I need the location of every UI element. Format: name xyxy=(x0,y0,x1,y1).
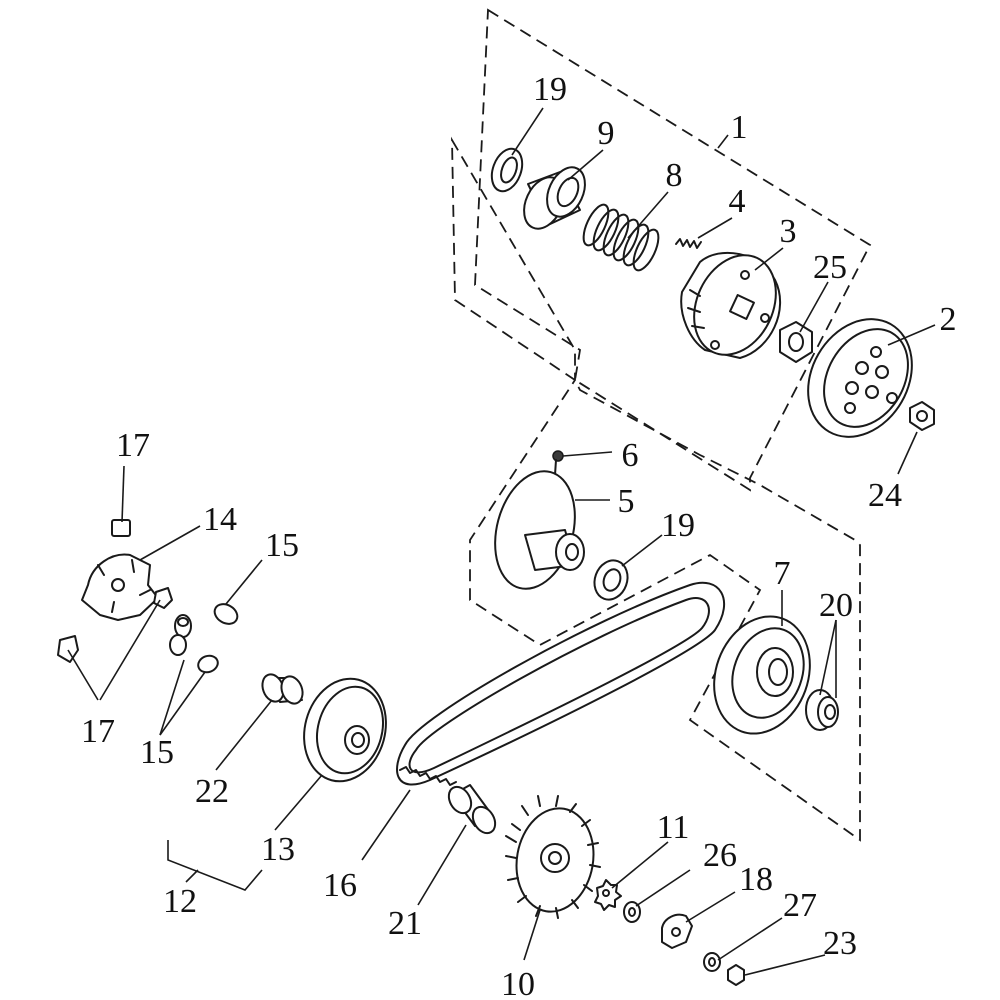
spring-8 xyxy=(582,203,660,272)
label-part-21: 21 xyxy=(388,905,422,942)
drive-belt-16 xyxy=(396,581,726,786)
clutch-bell-2 xyxy=(807,318,913,438)
collar-21 xyxy=(447,784,497,835)
label-part-17-lower: 17 xyxy=(81,713,115,750)
nut-24 xyxy=(909,401,935,431)
washer-19-top xyxy=(490,147,524,193)
label-part-6: 6 xyxy=(622,437,639,474)
collar-9 xyxy=(523,166,586,230)
washer-26 xyxy=(623,901,641,923)
slider-17-top xyxy=(111,519,131,537)
label-part-11: 11 xyxy=(657,809,690,846)
sliding-sheave-5 xyxy=(494,470,585,590)
washer-19-lower xyxy=(593,559,629,601)
label-part-15-lower: 15 xyxy=(140,734,174,771)
label-part-2: 2 xyxy=(940,301,957,338)
label-part-5: 5 xyxy=(618,483,635,520)
label-part-1: 1 xyxy=(731,109,748,146)
label-part-23: 23 xyxy=(823,925,857,962)
clutch-shoe-assembly-3 xyxy=(680,251,781,359)
label-part-7: 7 xyxy=(774,555,791,592)
label-part-12: 12 xyxy=(163,883,197,920)
label-part-22: 22 xyxy=(195,773,229,810)
label-part-25: 25 xyxy=(813,249,847,286)
fan-drive-face-10 xyxy=(505,795,601,919)
label-part-16: 16 xyxy=(323,867,357,904)
driven-pulley-group-outline xyxy=(451,136,861,842)
nut-25 xyxy=(779,321,813,363)
ramp-plate-14 xyxy=(81,553,159,621)
fixed-sheave-7 xyxy=(713,615,811,735)
roller-15-c xyxy=(169,634,187,656)
label-part-9: 9 xyxy=(598,115,615,152)
slider-17-left xyxy=(57,635,79,663)
label-part-19-top: 19 xyxy=(533,71,567,108)
leader-lines xyxy=(67,107,936,976)
movable-drive-face-13 xyxy=(303,677,387,783)
nut-23 xyxy=(727,964,745,986)
label-part-17-upper: 17 xyxy=(116,427,150,464)
roller-15-d xyxy=(197,654,219,674)
label-part-20: 20 xyxy=(819,587,853,624)
label-part-14: 14 xyxy=(203,501,237,538)
label-part-13: 13 xyxy=(261,831,295,868)
label-part-27: 27 xyxy=(783,887,817,924)
label-part-18: 18 xyxy=(739,861,773,898)
small-spring-4 xyxy=(675,238,702,249)
bushing-22 xyxy=(261,673,304,705)
label-part-19-lower: 19 xyxy=(661,507,695,544)
washer-27 xyxy=(703,952,721,972)
label-part-3: 3 xyxy=(780,213,797,250)
label-part-8: 8 xyxy=(666,157,683,194)
roller-15-b xyxy=(174,614,192,638)
label-part-24: 24 xyxy=(868,477,902,514)
label-part-15-upper: 15 xyxy=(265,527,299,564)
label-part-26: 26 xyxy=(703,837,737,874)
label-part-10: 10 xyxy=(501,966,535,1000)
roller-15-a xyxy=(213,603,239,625)
part-labels: 1 2 3 4 5 6 7 8 9 10 11 12 13 14 15 15 1… xyxy=(81,71,957,1000)
plate-18 xyxy=(661,913,693,949)
label-part-4: 4 xyxy=(729,183,746,220)
ratchet-11 xyxy=(594,879,622,911)
bearing-20 xyxy=(805,689,839,731)
